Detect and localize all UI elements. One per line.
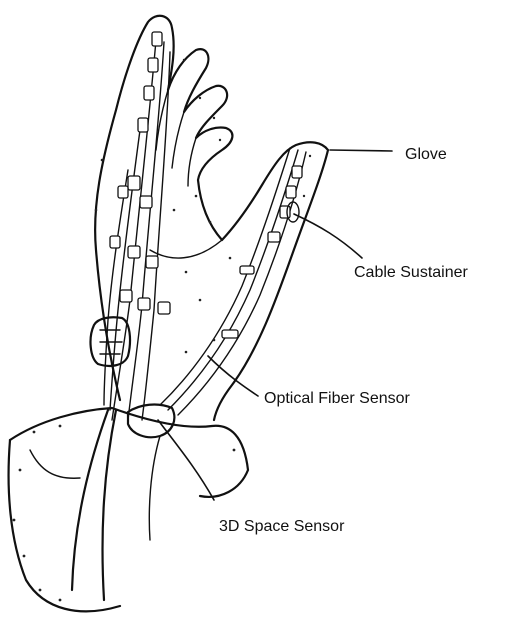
leader-lines bbox=[158, 150, 392, 500]
sleeve-inner bbox=[30, 450, 80, 478]
fiber-thumb-1 bbox=[168, 150, 298, 410]
sensor-node bbox=[128, 246, 140, 258]
wrist-hub-detail bbox=[100, 330, 122, 354]
sensor-node bbox=[144, 86, 154, 100]
sensor-node bbox=[240, 266, 254, 274]
optical-fiber-sensor-leader bbox=[208, 356, 258, 396]
3d-space-sensor-leader bbox=[158, 420, 214, 500]
sensor-node bbox=[138, 118, 148, 132]
fiber-index-3 bbox=[142, 52, 170, 420]
exit-cable-2 bbox=[103, 410, 117, 600]
sensor-node bbox=[148, 58, 158, 72]
sensor-node bbox=[110, 236, 120, 248]
sensor-node bbox=[146, 256, 158, 268]
finger-crease-3 bbox=[188, 138, 196, 186]
label-3d-space-sensor: 3D Space Sensor bbox=[219, 518, 345, 535]
sensor-node bbox=[152, 32, 162, 46]
fiber-thumb-3 bbox=[160, 148, 290, 405]
sensor-node bbox=[292, 166, 302, 178]
glove-leader bbox=[330, 150, 392, 151]
sensor-node bbox=[280, 206, 290, 218]
sensor-node bbox=[286, 186, 296, 198]
sensor-node bbox=[120, 290, 132, 302]
sensor-node bbox=[268, 232, 280, 242]
sensor-node bbox=[158, 302, 170, 314]
label-optical-fiber-sensor: Optical Fiber Sensor bbox=[264, 390, 411, 407]
sensor-node bbox=[222, 330, 238, 338]
finger-crease-2 bbox=[172, 112, 184, 168]
label-cable-sustainer: Cable Sustainer bbox=[354, 264, 469, 281]
fiber-middle-1 bbox=[110, 130, 140, 410]
sensor-node bbox=[138, 298, 150, 310]
exit-cable-3 bbox=[149, 436, 160, 540]
fiber-middle-2 bbox=[104, 170, 128, 405]
palm-crease bbox=[150, 240, 222, 258]
sensor-node bbox=[140, 196, 152, 208]
sensor-node bbox=[128, 176, 140, 190]
label-glove: Glove bbox=[405, 146, 447, 163]
sensor-node bbox=[118, 186, 128, 198]
